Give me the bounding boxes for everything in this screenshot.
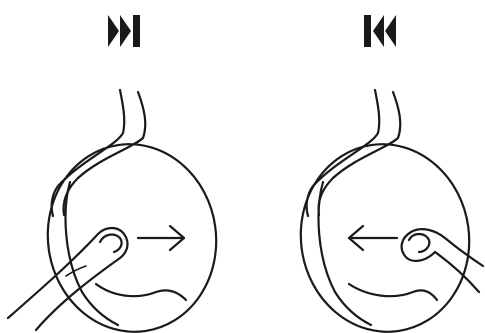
next-track-panel [0, 0, 242, 333]
ear-cushion [96, 284, 186, 300]
headband [307, 90, 380, 216]
knuckle-line [66, 266, 86, 276]
previous-track-panel [243, 0, 485, 333]
skip-back-triangle-2 [385, 15, 396, 47]
skip-forward-triangle-2 [120, 15, 131, 47]
finger [402, 229, 483, 292]
skip-forward-bar [133, 15, 140, 47]
headband-inner [319, 92, 401, 215]
skip-back-triangle-1 [373, 15, 384, 47]
skip-forward-triangle-1 [108, 15, 119, 47]
headband [52, 90, 125, 216]
swipe-right-arrow [138, 226, 184, 250]
ear-cup [289, 133, 482, 333]
ear-cup [36, 133, 229, 333]
previous-track-illustration [243, 0, 485, 333]
next-track-illustration [0, 0, 242, 333]
skip-back-bar [364, 15, 371, 47]
ear-cushion [349, 284, 437, 300]
skip-forward-icon [108, 15, 140, 47]
swipe-left-arrow [349, 226, 397, 250]
fingernail [100, 235, 122, 252]
skip-back-icon [364, 15, 396, 47]
fingernail [409, 234, 429, 252]
headband-inner [64, 92, 146, 215]
